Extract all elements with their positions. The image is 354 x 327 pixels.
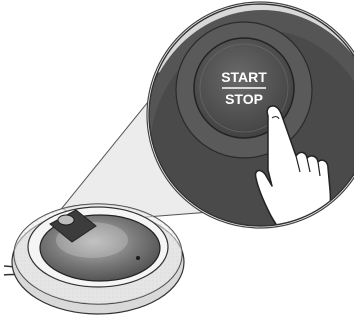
robot-vacuum-icon [4, 204, 184, 314]
button-label-stop: STOP [225, 91, 263, 107]
button-label-start: START [221, 69, 267, 85]
device-start-button [58, 215, 74, 225]
